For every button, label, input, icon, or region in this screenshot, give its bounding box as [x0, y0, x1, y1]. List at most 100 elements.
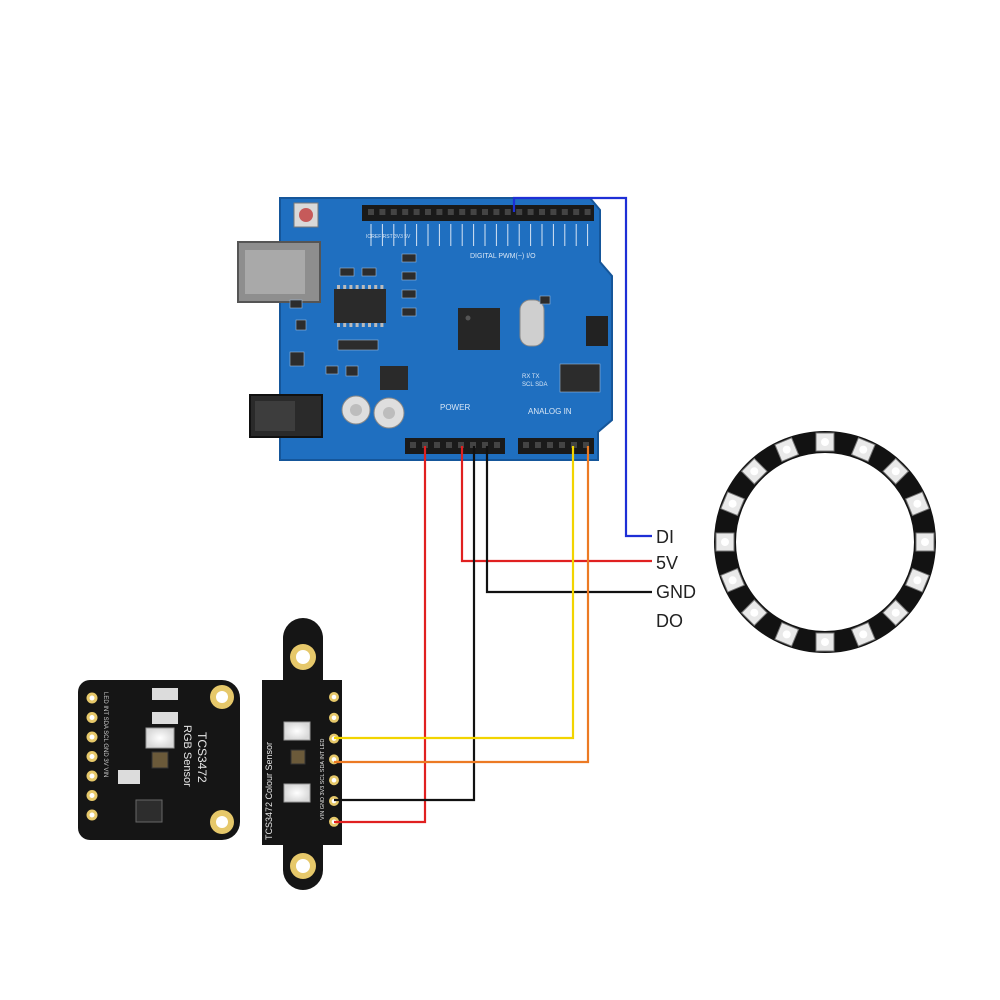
header-pin — [422, 442, 428, 448]
chip-pin — [343, 323, 347, 327]
header-pin — [447, 209, 454, 215]
rgb-led-lens — [782, 630, 791, 639]
white-led — [283, 721, 311, 741]
chip-pin — [355, 285, 359, 289]
smd-component — [401, 271, 417, 281]
ring-pin-labels: DI 5V GND DO — [656, 527, 696, 631]
wires — [334, 196, 652, 824]
chip-pin — [349, 285, 353, 289]
pin-pad-hole — [331, 777, 337, 783]
wire-gnd-ring — [485, 446, 652, 594]
chip-pin — [337, 323, 340, 327]
rgb-led-lens — [750, 467, 759, 476]
pin-pad-hole — [89, 773, 95, 779]
header-pin — [573, 209, 580, 215]
digital-header — [362, 205, 594, 221]
header-pin — [482, 442, 488, 448]
rgb-led-lens — [891, 467, 900, 476]
chip-pin — [380, 285, 384, 289]
wire-vin-sensor — [334, 446, 427, 824]
pin-pad-hole — [89, 754, 95, 759]
rgb-led-lens — [728, 499, 737, 508]
small-sensor-pin-labels: LED INT SDA SCL GND 3V VIN — [102, 692, 108, 777]
header-pin — [402, 209, 409, 215]
header-pin — [516, 209, 523, 215]
chip-pin — [337, 285, 340, 289]
chip-pin — [343, 285, 347, 289]
header-pin — [368, 209, 374, 215]
header-pin — [504, 209, 511, 215]
header-pin — [434, 442, 440, 448]
rgb-led-lens — [821, 638, 829, 646]
small-sensor-subtitle: RGB Sensor — [181, 725, 193, 787]
pin-pad-hole — [89, 695, 95, 701]
header-pin — [583, 442, 589, 448]
header-pin — [446, 442, 452, 448]
smd-component — [295, 319, 307, 331]
rgb-led-lens — [821, 438, 829, 446]
chip-pin — [355, 323, 359, 327]
smd-component — [339, 267, 355, 277]
chip-pin — [361, 285, 365, 289]
side-label-rx-tx: RX TX — [522, 374, 540, 380]
pin-pad-hole — [89, 715, 95, 720]
white-led — [283, 783, 311, 803]
header-pin — [390, 209, 397, 215]
smd-component — [345, 365, 359, 377]
pin-pad-hole — [89, 793, 95, 798]
color-sensor-chip — [151, 751, 169, 769]
header-pin — [584, 209, 591, 215]
atmega-chip — [458, 308, 500, 350]
header-pin — [535, 442, 541, 448]
smd-component — [401, 289, 417, 299]
tcs3472-rgb-sensor-board: TCS3472 RGB Sensor LED INT SDA SCL GND 3… — [78, 680, 240, 840]
crystal — [519, 299, 545, 347]
rgb-led-lens — [721, 538, 729, 546]
header-pin — [493, 209, 500, 215]
rgb-led-lens — [859, 630, 868, 639]
label-do: DO — [656, 611, 683, 631]
wire-gnd-sensor — [334, 446, 476, 802]
chip-pin — [349, 323, 353, 327]
header-pin — [470, 209, 477, 215]
smd-component — [325, 365, 339, 375]
header-pin — [547, 442, 553, 448]
smd-component — [361, 267, 377, 277]
digital-header-label: DIGITAL PWM(~) I/O — [470, 253, 536, 260]
header-pin — [436, 209, 443, 215]
header-pin — [571, 442, 577, 448]
smd-component — [559, 363, 601, 393]
header-pin — [539, 209, 545, 215]
pin-pad-hole — [331, 757, 337, 762]
smd-component — [539, 295, 551, 305]
rgb-led-lens — [921, 538, 929, 546]
tcs3472-colour-sensor-board: TCS3472 Colour Sensor VIN GND 3V3 SCL SD… — [262, 618, 342, 890]
white-led — [145, 727, 175, 749]
header-pin — [470, 442, 476, 448]
rgb-led-lens — [728, 576, 737, 585]
header-pin — [459, 209, 466, 215]
header-pin — [527, 209, 534, 215]
analog-header — [518, 438, 594, 454]
color-sensor-chip — [290, 749, 306, 765]
wire-di — [512, 196, 652, 538]
pin-pad-hole — [89, 734, 95, 740]
smd-component — [337, 339, 379, 351]
chip-pin — [368, 323, 371, 327]
wire-sda — [334, 446, 575, 740]
voltage-regulator — [380, 366, 408, 390]
header-pin — [561, 209, 568, 215]
pin-pad-hole — [89, 812, 95, 818]
power-label: POWER — [440, 403, 470, 412]
rgb-led-lens — [782, 445, 791, 454]
chip-pin — [374, 285, 378, 289]
chip-pin — [374, 323, 378, 327]
header-pin — [550, 209, 557, 215]
chip-pin — [361, 323, 365, 327]
header-pin — [425, 209, 431, 215]
small-sensor-title: TCS3472 — [195, 732, 209, 783]
rgb-led-lens — [859, 445, 868, 454]
smd-component — [289, 299, 303, 309]
label-5v: 5V — [656, 553, 678, 573]
